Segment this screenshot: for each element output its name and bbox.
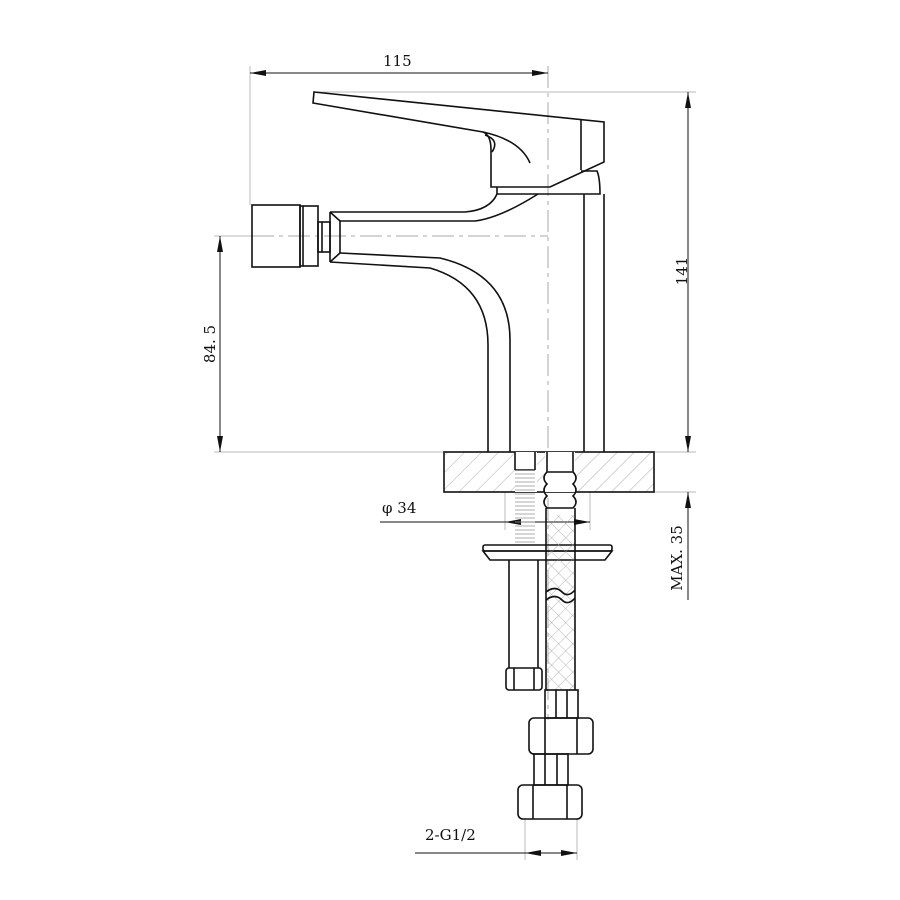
lever-handle <box>312 91 605 188</box>
spout-height-dimension-label: 84. 5 <box>201 324 219 364</box>
height-dimension-label: 141 <box>673 256 691 286</box>
hole-diameter-label: φ 34 <box>382 499 417 517</box>
max-thickness-label: MAX. 35 <box>668 525 686 591</box>
spout <box>251 193 539 452</box>
base-plate <box>443 451 655 545</box>
width-dimension-label: 115 <box>383 52 412 70</box>
supply-hose <box>517 508 594 820</box>
faucet-body <box>496 170 605 452</box>
mounting-stud <box>505 560 543 691</box>
thread-size-label: 2-G1/2 <box>425 826 476 844</box>
